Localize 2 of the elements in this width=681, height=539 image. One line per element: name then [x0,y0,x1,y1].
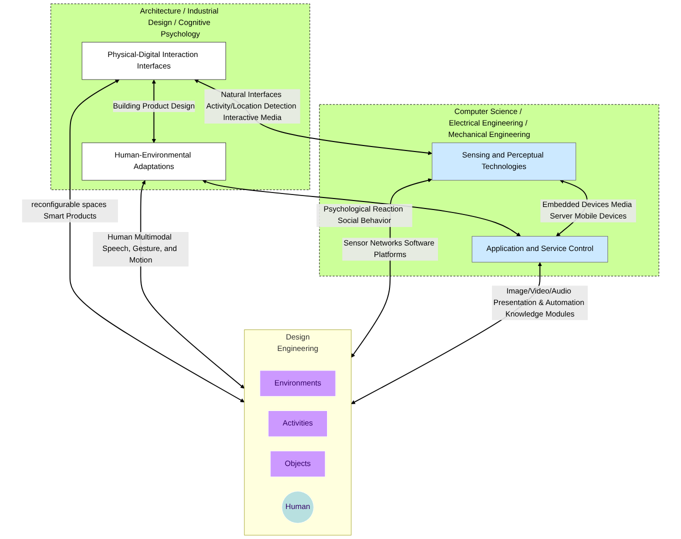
arrow [202,180,521,236]
arrow [194,79,432,156]
